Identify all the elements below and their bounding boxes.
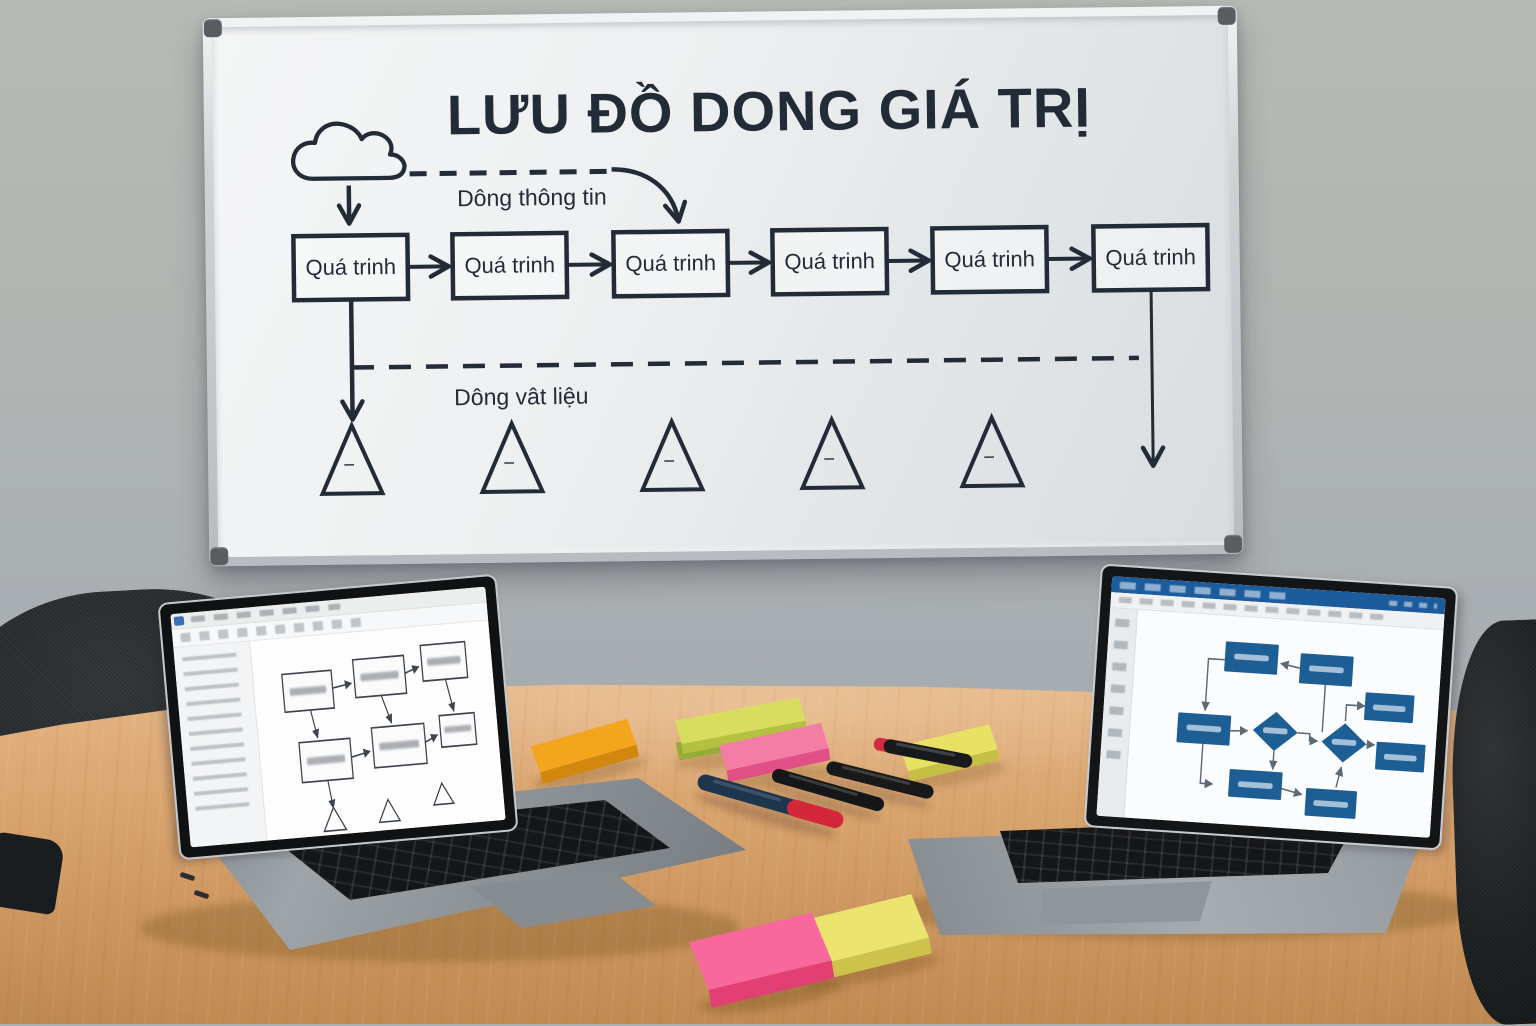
laptop-left	[150, 578, 790, 978]
shipment-down-arrow	[1151, 290, 1153, 464]
information-flow-curved-arrow	[612, 169, 679, 221]
material-flow-dashed-line	[352, 358, 1139, 368]
app-logo-icon	[174, 616, 185, 626]
triangle-mark: −	[343, 455, 355, 477]
app-body	[173, 621, 505, 848]
laptop-right	[880, 553, 1500, 973]
whiteboard-corner-cap	[204, 19, 222, 37]
value-stream-diagram: LƯU ĐỒ DONG GIÁ TRỊ Dông thông tin Quá t…	[212, 15, 1234, 557]
information-flow-dashed-line	[410, 171, 610, 173]
process-box-label: Quá trinh	[305, 254, 396, 280]
diagram-canvas	[1124, 610, 1443, 838]
app-body	[1096, 608, 1443, 838]
triangle-mark: −	[823, 449, 835, 471]
material-down-arrow	[351, 300, 352, 418]
laptop-flowchart	[250, 621, 506, 841]
process-box-label: Quá trinh	[464, 252, 555, 278]
process-box-label: Quá trinh	[625, 250, 716, 276]
flowchart-triangles	[321, 782, 455, 831]
diagram-app-window-blue	[1096, 576, 1445, 838]
triangle-mark: −	[663, 451, 675, 473]
whiteboard-title: LƯU ĐỒ DONG GIÁ TRỊ	[446, 75, 1091, 146]
diagram-app-window	[170, 587, 505, 848]
blurred-shape-items	[1106, 619, 1130, 766]
window-buttons	[1389, 601, 1437, 609]
triangle-mark: −	[503, 453, 515, 475]
triangle-mark: −	[983, 447, 995, 469]
whiteboard-corner-cap	[210, 547, 228, 565]
whiteboard-surface: LƯU ĐỒ DONG GIÁ TRỊ Dông thông tin Quá t…	[212, 15, 1234, 557]
whiteboard-corner-cap	[1224, 535, 1242, 553]
laptop-port	[194, 890, 210, 899]
whiteboard: LƯU ĐỒ DONG GIÁ TRỊ Dông thông tin Quá t…	[203, 6, 1244, 567]
office-chair-armrest	[0, 831, 65, 916]
laptop-port	[180, 872, 196, 881]
laptop-flowchart-blue	[1124, 610, 1443, 838]
information-flow-label: Dông thông tin	[457, 183, 607, 211]
blurred-sidebar-text	[182, 653, 249, 811]
laptop-right-screen	[1084, 563, 1459, 850]
laptop-left-screen	[157, 574, 518, 861]
inventory-triangle-marks: − − − − −	[343, 447, 995, 477]
whiteboard-corner-cap	[1218, 7, 1236, 25]
process-box-label: Quá trinh	[944, 246, 1035, 272]
diagram-canvas	[250, 621, 506, 841]
process-box-label: Quá trinh	[784, 248, 875, 274]
cloud-icon	[293, 123, 405, 179]
process-box-label: Quá trinh	[1105, 244, 1196, 270]
material-flow-label: Dông vât liệu	[454, 383, 589, 411]
